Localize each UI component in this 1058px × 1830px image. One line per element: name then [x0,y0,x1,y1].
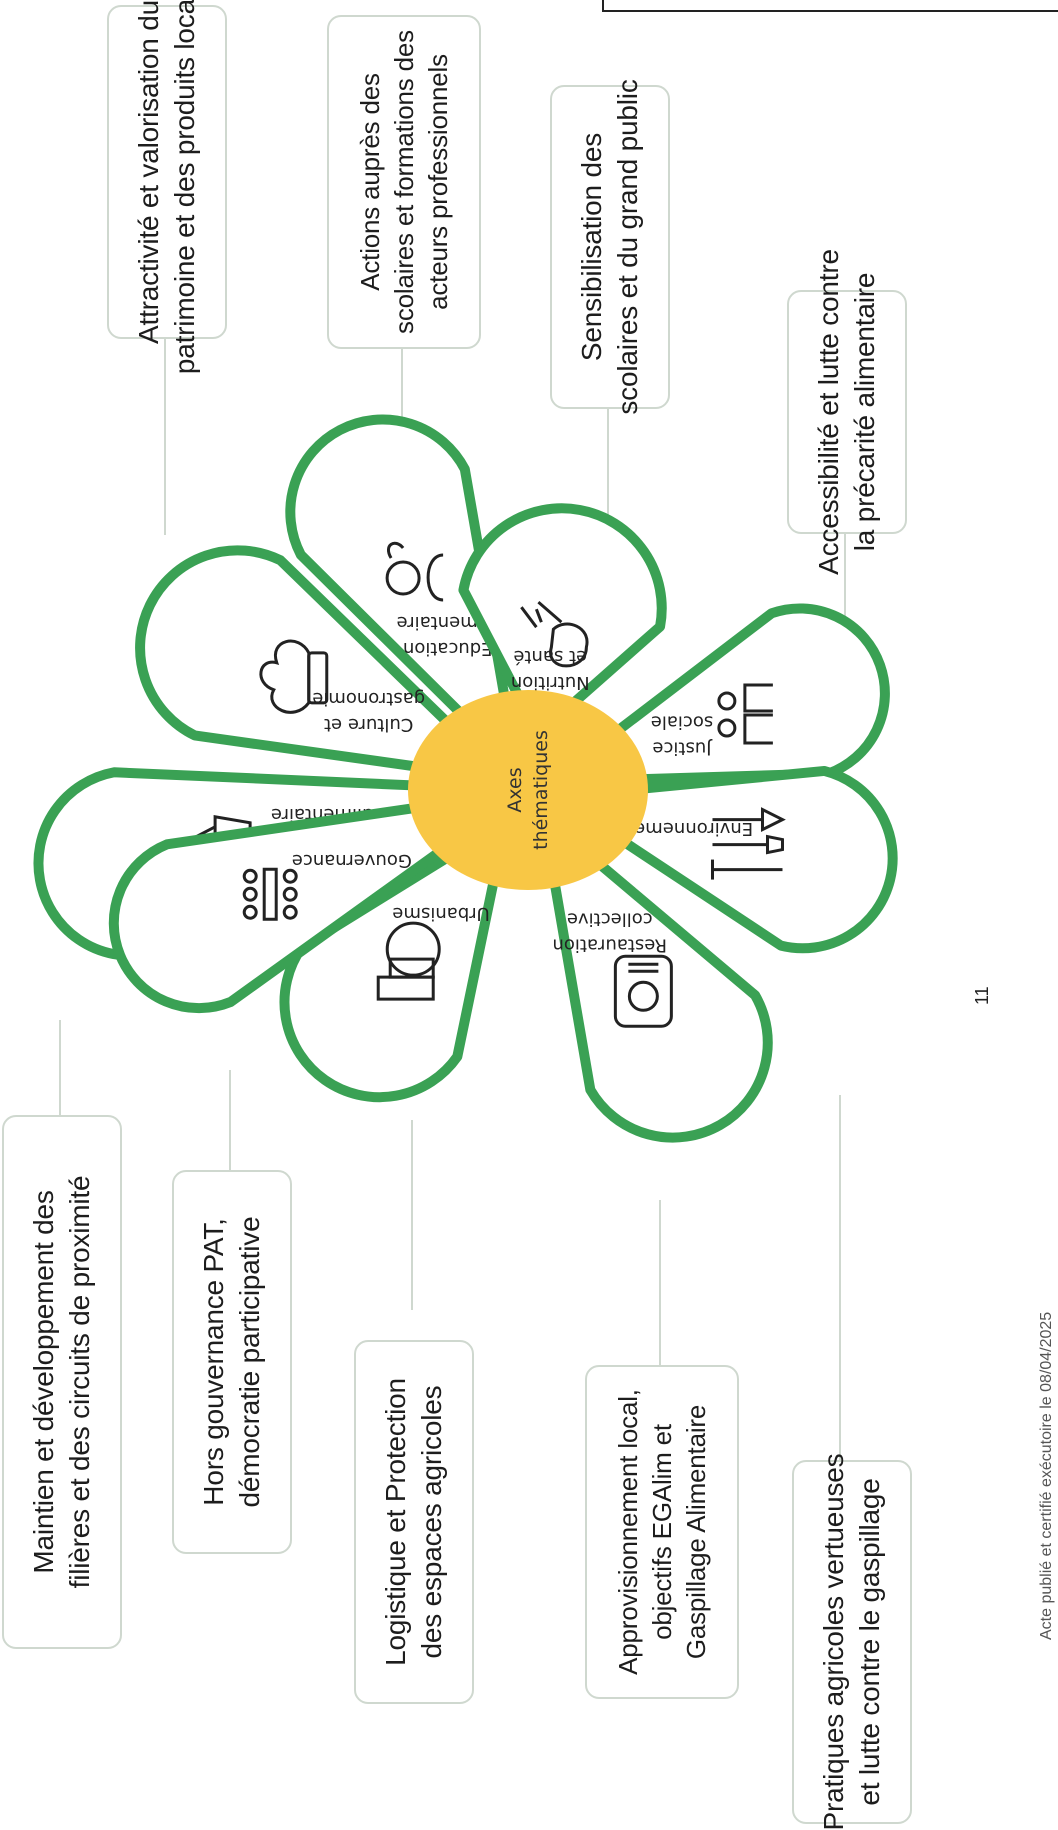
center-label-line: Axes [504,767,526,812]
petal-outline [285,414,512,733]
page-frame-border [602,0,1058,12]
garden-tools-icon [710,807,786,880]
box-text-line: Pratiques agricoles vertueuses [818,1453,849,1830]
chef-hat-icon [259,639,329,714]
center-label-line: thématiques [530,730,552,850]
petals: EconomiealimentaireCulture etgastronomie… [33,414,898,1143]
center-circle [408,690,648,890]
box-text-line: objectifs EGAlim et [647,1424,677,1640]
petal-culture: Culture et gastronomie [135,545,470,777]
petal-label-line: Nutrition [511,672,590,693]
petal-label: Environnement [616,818,753,839]
petal-urbanisme: Urbanisme [279,840,502,1103]
petal-gouvernance: Gouvernance [108,798,466,1014]
box-text-line: la précarité alimentaire [849,272,880,552]
petal-label-line: collective [567,909,653,930]
meal-tray-icon [613,954,673,1028]
certification-note: Acte publié et certifié exécutoire le 08… [1038,1311,1055,1640]
box-approvisionnement: Approvisionnement local,objectifs EGAlim… [585,1365,739,1699]
helping-people-icon [717,683,773,745]
city-globe-icon [376,921,441,1001]
box-text-line: démocratie participative [234,1216,265,1508]
box-text-line: acteurs professionnels [423,54,453,310]
petal-label: Gouvernance [292,850,412,871]
box-text-line: Sensibilisation des [576,132,607,362]
petal-nutrition: Nutrition et santé [458,503,667,720]
petal-outline [547,845,773,1143]
petal-label-line: Education [403,638,493,659]
box-text-line: Attractivité et valorisation du [133,0,164,344]
box-text-line: Accessibilité et lutte contre [813,249,844,575]
petal-justice: Justice sociale [592,603,890,786]
petal-label-line: sociale [651,711,713,732]
baby-feeding-icon [385,541,444,602]
petal-label-line: Environnement [616,818,753,839]
petal-label: Urbanisme [392,903,489,924]
petal-label-line: Culture et [324,714,413,735]
box-text-line: patrimoine et des produits locaux [169,0,200,375]
petal-outline [596,765,898,954]
box-text-line: Hors gouvernance PAT, [198,1218,229,1506]
meeting-table-icon [242,867,298,921]
box-text-line: filières et des circuits de proximité [64,1175,95,1589]
petal-label-line: gastronomie [312,688,425,709]
petal-label: Justice sociale [651,711,713,758]
box-hors-gouvernance: Hors gouvernance PAT,démocratie particip… [172,1170,292,1554]
petal-label: Culture et gastronomie [312,688,425,735]
petal-environnement: Environnement [596,765,898,954]
petal-label: Restauration collective [552,909,667,956]
box-text-line: scolaires et formations des [389,30,419,334]
apple-carrot-icon [520,601,589,668]
box-text-line: Approvisionnement local, [613,1389,643,1675]
box-text-line: et lutte contre le gaspillage [854,1478,885,1806]
petal-outline [592,603,890,786]
petal-label: Nutrition et santé [511,646,590,693]
box-text-line: Logistique et Protection [380,1378,411,1666]
petal-label-line: Restauration [552,935,667,956]
petal-restauration: Restauration collective [547,845,773,1143]
box-text-line: scolaires et du grand public [612,79,643,415]
petal-outline [458,503,667,720]
petal-label-line: Gouvernance [292,850,412,871]
box-text-line: Actions auprès des [355,73,385,291]
box-text-line: Maintien et développement des [28,1190,59,1574]
petal-outline [135,545,470,777]
page-number: 11 [972,986,992,1005]
petal-label-line: Justice [652,737,712,758]
petal-label-line: Urbanisme [392,903,489,924]
box-text-line: des espaces agricoles [416,1385,447,1659]
box-text-line: Gaspillage Alimentaire [681,1404,711,1660]
petal-label-line: et santé [513,646,587,667]
